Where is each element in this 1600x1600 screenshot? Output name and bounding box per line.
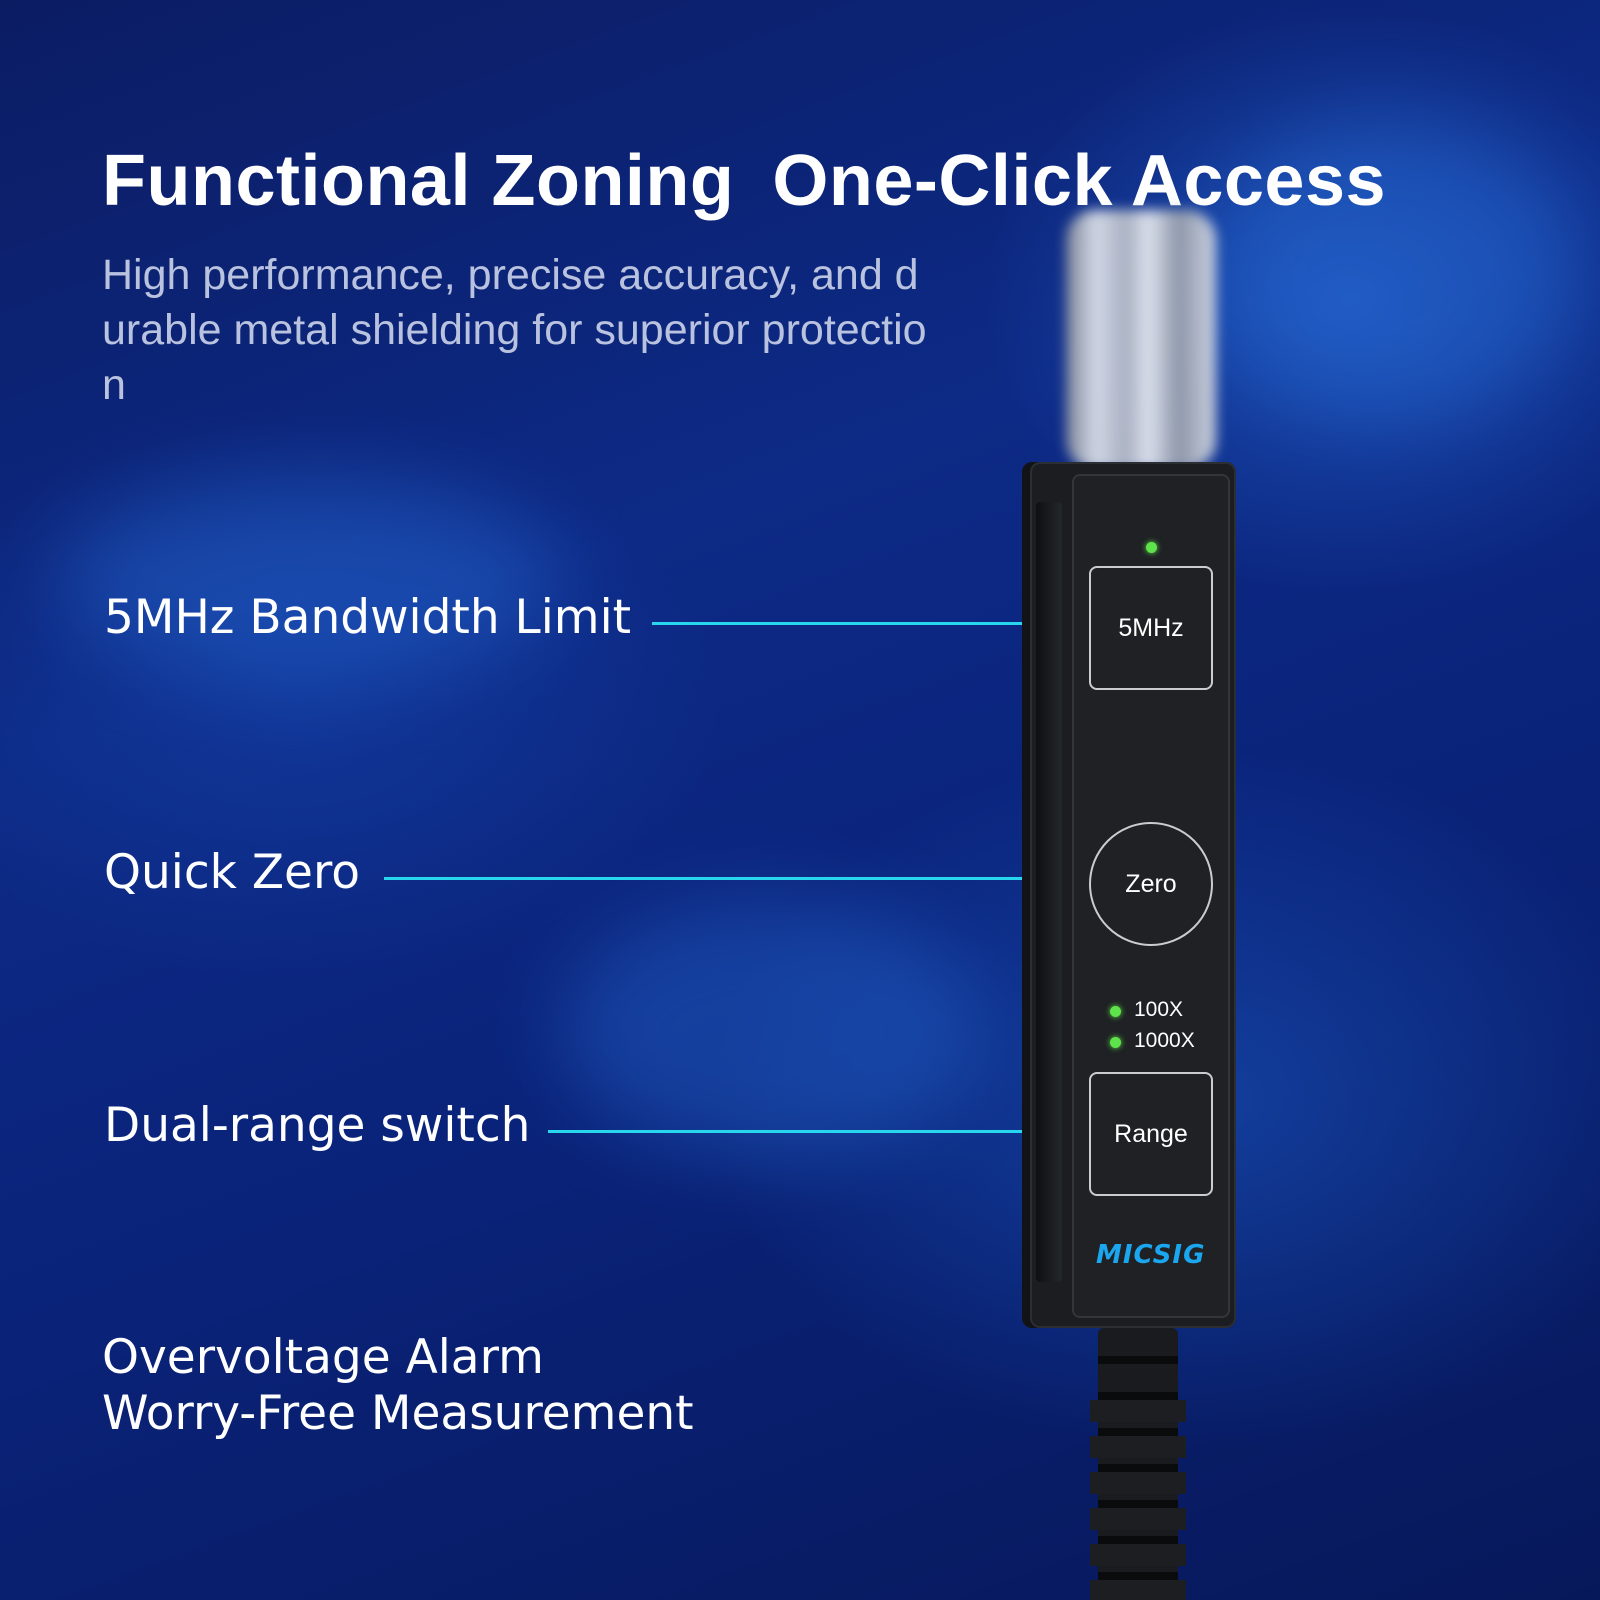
range-100x-label: 100X <box>1134 998 1184 1021</box>
probe-device: 5MHz Zero 100X 1000X Range MICSIG <box>1030 462 1236 1328</box>
5mhz-button[interactable]: 5MHz <box>1089 566 1213 690</box>
page-title: Functional Zoning One-Click Access <box>102 140 1386 222</box>
range-arrow <box>548 1130 1092 1133</box>
feature-range-label: Dual-range switch <box>104 1098 531 1153</box>
device-side-strip <box>1036 502 1062 1282</box>
zero-button[interactable]: Zero <box>1089 822 1213 946</box>
range-1000x-label: 1000X <box>1134 1029 1195 1052</box>
device-panel: 5MHz Zero 100X 1000X Range MICSIG <box>1072 474 1230 1318</box>
title-part-1: Functional Zoning <box>102 141 735 221</box>
background-haze <box>60 480 560 680</box>
power-led-icon <box>1146 542 1157 553</box>
title-part-2: One-Click Access <box>772 141 1387 221</box>
range-1000x-led-icon <box>1110 1037 1121 1048</box>
alarm-line-2: Worry-Free Measurement <box>102 1386 694 1441</box>
range-button[interactable]: Range <box>1089 1072 1213 1196</box>
feature-bandwidth-label: 5MHz Bandwidth Limit <box>104 590 632 645</box>
page-subtitle: High performance, precise accuracy, and … <box>102 251 927 409</box>
micsig-logo: MICSIG <box>1096 1240 1206 1270</box>
background-haze <box>1200 120 1580 420</box>
feature-alarm-label: Overvoltage Alarm Worry-Free Measurement <box>102 1330 694 1442</box>
alarm-line-1: Overvoltage Alarm <box>102 1330 544 1385</box>
bnc-connector <box>1066 210 1216 470</box>
feature-zero-label: Quick Zero <box>104 845 360 900</box>
zero-arrow <box>384 877 1092 880</box>
bandwidth-arrow <box>652 622 1092 625</box>
range-100x-led-icon <box>1110 1006 1121 1017</box>
cable-strain-relief-ribs <box>1090 1400 1186 1600</box>
background-haze <box>560 900 980 1160</box>
